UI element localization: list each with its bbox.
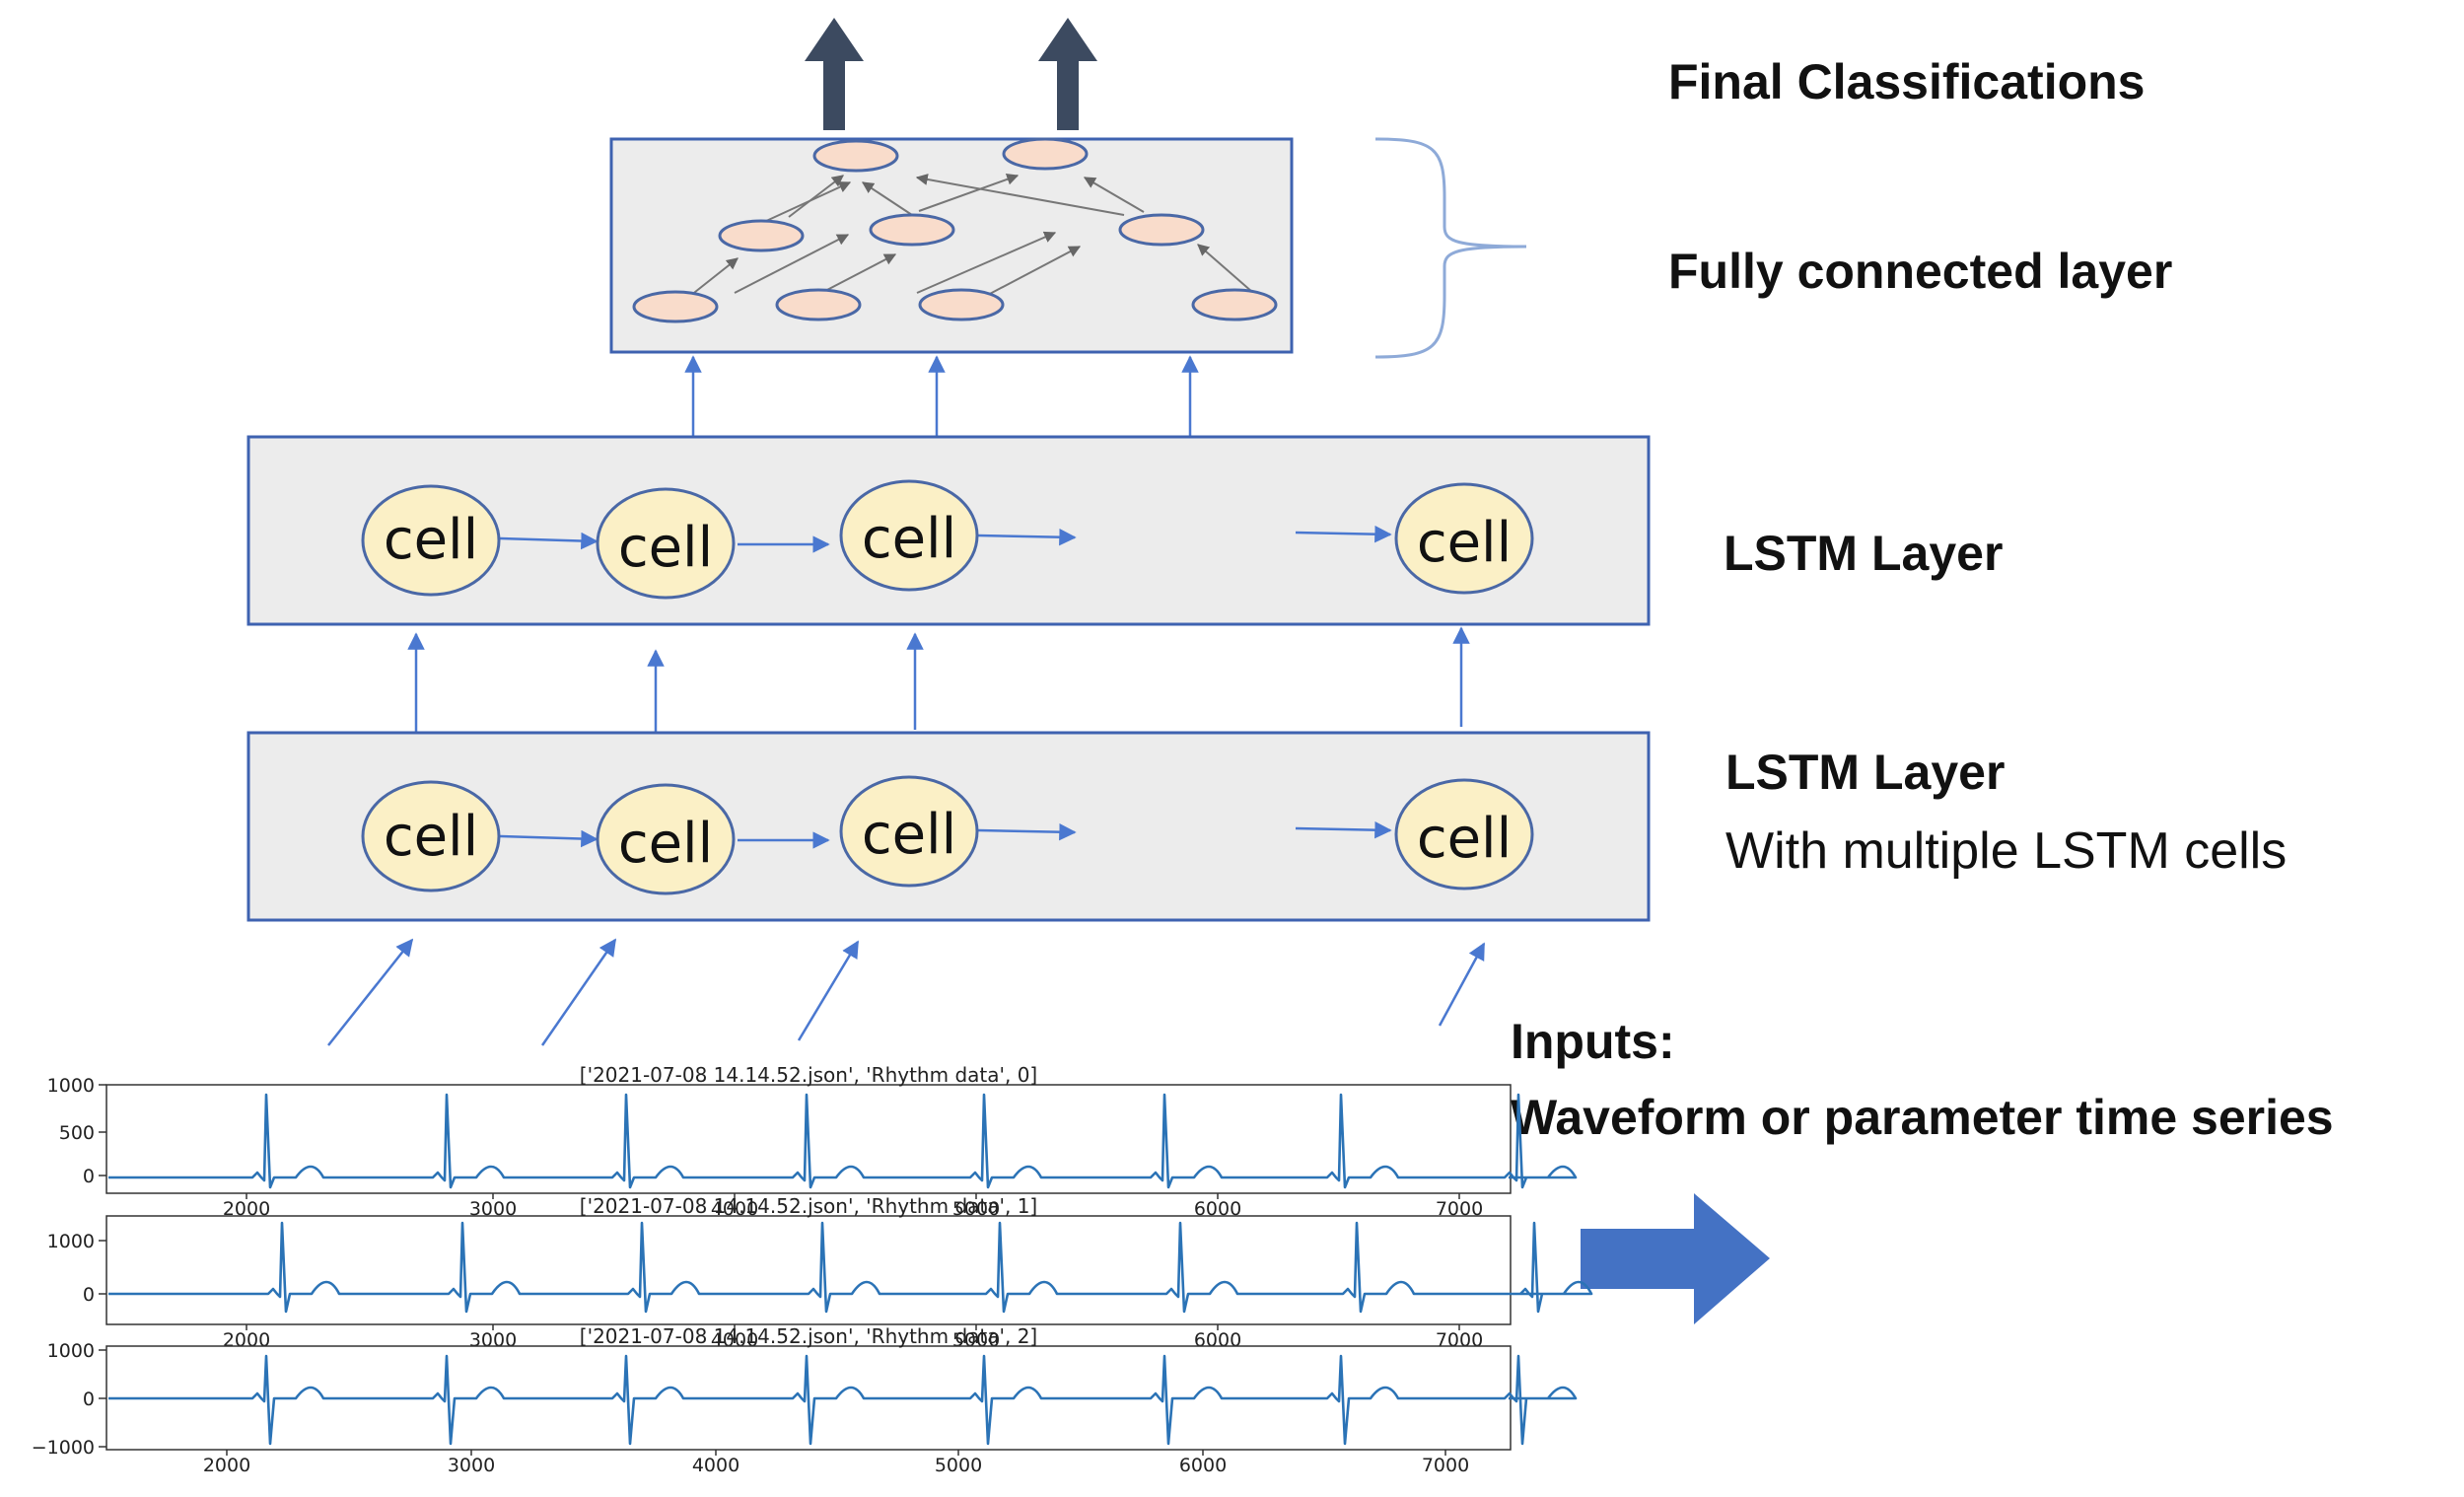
x-tick-label: 2000: [203, 1455, 250, 1476]
fc-nodes: [632, 137, 1278, 323]
lstm-bottom-cell: cell: [1394, 778, 1534, 891]
waveform-panel-title: ['2021-07-08 14.14.52.json', 'Rhythm dat…: [580, 1063, 1037, 1087]
fc-node: [718, 219, 805, 252]
y-tick-label: 500: [59, 1122, 95, 1144]
x-tick-label: 5000: [935, 1455, 982, 1476]
fc-node: [775, 288, 862, 321]
waveform-panel-frame: [106, 1084, 1512, 1194]
waveform-line: [108, 1093, 1578, 1189]
output-arrow-left: [805, 18, 864, 130]
svg-text:cell: cell: [384, 508, 478, 572]
fc-connections: [689, 174, 1253, 297]
y-tick-label: −1000: [32, 1437, 95, 1459]
fc-node: [918, 288, 1005, 321]
lstm-top-cell: cell: [1394, 482, 1534, 595]
waveform-panel-title: ['2021-07-08 14.14.52.json', 'Rhythm dat…: [580, 1194, 1037, 1218]
x-tick-label: 7000: [1436, 1198, 1483, 1220]
x-tick-label: 4000: [692, 1455, 739, 1476]
label-lstm-top: LSTM Layer: [1724, 526, 2003, 581]
fc-node: [1191, 288, 1278, 321]
waveform-line: [108, 1221, 1593, 1314]
y-tick-label: 1000: [47, 1231, 95, 1252]
lstm-top-cell: cell: [839, 479, 979, 592]
waveform-line: [108, 1354, 1578, 1446]
x-tick-label: 3000: [448, 1455, 495, 1476]
svg-text:cell: cell: [618, 812, 713, 876]
x-tick-label: 3000: [469, 1198, 517, 1220]
x-tick-label: 4000: [711, 1198, 758, 1220]
fully-connected-box: [609, 137, 1294, 354]
lstm-to-lstm-arrows: [407, 626, 1470, 751]
y-tick-label: 1000: [47, 1340, 95, 1362]
lstm-layer-bottom-box: cell cell cell cell: [246, 731, 1651, 922]
lstm-top-cell: cell: [596, 487, 736, 600]
svg-text:cell: cell: [384, 805, 478, 869]
output-arrows: [805, 18, 1097, 130]
fc-node: [632, 290, 719, 323]
label-lstm-bottom: LSTM Layer: [1725, 745, 2005, 800]
label-fully-connected: Fully connected layer: [1668, 244, 2172, 299]
y-tick-label: 0: [83, 1166, 95, 1187]
svg-text:cell: cell: [1417, 807, 1512, 871]
y-tick-label: 0: [83, 1284, 95, 1306]
x-tick-label: 5000: [952, 1198, 1000, 1220]
x-tick-label: 6000: [1194, 1198, 1241, 1220]
label-lstm-bottom-sub: With multiple LSTM cells: [1725, 822, 2287, 880]
svg-text:cell: cell: [862, 803, 956, 867]
x-tick-label: 2000: [223, 1198, 270, 1220]
fc-node: [1118, 213, 1205, 247]
y-tick-label: 0: [83, 1389, 95, 1410]
fc-node: [812, 139, 899, 173]
input-arrows: [327, 938, 1486, 1046]
label-inputs-sub: Waveform or parameter time series: [1511, 1090, 2334, 1145]
x-tick-label: 7000: [1422, 1455, 1469, 1476]
lstm-bottom-cell: cell: [596, 783, 736, 895]
waveform-panel-title: ['2021-07-08 14.14.52.json', 'Rhythm dat…: [580, 1324, 1037, 1348]
fc-node: [869, 213, 955, 247]
lstm-top-cell: cell: [361, 484, 501, 597]
svg-text:cell: cell: [1417, 511, 1512, 575]
fc-brace: [1374, 137, 1527, 359]
svg-text:cell: cell: [862, 507, 956, 571]
label-inputs: Inputs:: [1511, 1014, 1675, 1069]
output-arrow-right: [1038, 18, 1097, 130]
y-tick-label: 1000: [47, 1075, 95, 1097]
label-final-classifications: Final Classifications: [1668, 54, 2145, 109]
waveform-panel-frame: [106, 1215, 1512, 1325]
x-tick-label: 6000: [1179, 1455, 1227, 1476]
big-right-arrow: [1581, 1193, 1770, 1324]
lstm-bottom-cell: cell: [839, 775, 979, 888]
lstm-bottom-cell: cell: [361, 780, 501, 892]
fc-node: [1002, 137, 1089, 171]
waveform-plots: ['2021-07-08 14.14.52.json', 'Rhythm dat…: [32, 1063, 1593, 1476]
lstm-layer-top-box: cell cell cell cell: [246, 435, 1651, 626]
svg-text:cell: cell: [618, 516, 713, 580]
